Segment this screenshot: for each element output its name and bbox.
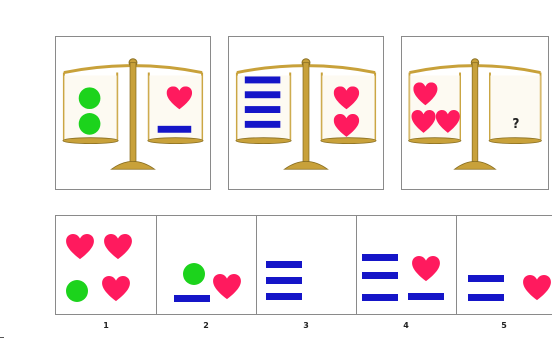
blue-bar-icon xyxy=(158,126,192,133)
blue-bar-icon xyxy=(245,121,281,128)
balance-scale-icon xyxy=(63,59,203,170)
blue-bar-icon xyxy=(408,293,444,300)
blue-bar-icon xyxy=(266,261,302,268)
balance-panel-1 xyxy=(55,36,211,190)
option-3[interactable] xyxy=(256,216,357,314)
balance-scale-icon xyxy=(236,59,376,170)
option-2[interactable] xyxy=(156,216,257,314)
blue-bar-icon xyxy=(266,277,302,284)
blue-bar-icon xyxy=(362,294,398,301)
heart-icon xyxy=(412,256,440,281)
blue-bar-icon xyxy=(245,76,281,83)
green-circle-icon xyxy=(79,113,101,135)
heart-icon xyxy=(104,234,132,259)
option-5-label: 5 xyxy=(494,321,514,330)
blue-bar-icon xyxy=(174,295,210,302)
balance-panel-3: ? xyxy=(401,36,549,190)
blue-bar-icon xyxy=(468,294,504,301)
blue-bar-icon xyxy=(362,272,398,279)
answer-options xyxy=(55,215,552,315)
heart-icon xyxy=(523,275,551,300)
green-circle-icon xyxy=(79,87,101,109)
option-5[interactable] xyxy=(456,216,552,314)
blue-bar-icon xyxy=(266,293,302,300)
heart-icon xyxy=(66,234,94,259)
option-4-label: 4 xyxy=(396,321,416,330)
option-1-label: 1 xyxy=(96,321,116,330)
balance-panel-2 xyxy=(228,36,384,190)
heart-icon xyxy=(213,274,241,299)
blue-bar-icon xyxy=(468,275,504,282)
option-3-label: 3 xyxy=(296,321,316,330)
heart-icon xyxy=(102,276,130,301)
option-1[interactable] xyxy=(56,216,157,314)
question-mark: ? xyxy=(512,115,519,130)
option-4[interactable] xyxy=(356,216,457,314)
blue-bar-icon xyxy=(362,254,398,261)
green-circle-icon xyxy=(66,280,88,302)
blue-bar-icon xyxy=(245,106,281,113)
green-circle-icon xyxy=(183,263,205,285)
blue-bar-icon xyxy=(245,91,281,98)
option-2-label: 2 xyxy=(196,321,216,330)
